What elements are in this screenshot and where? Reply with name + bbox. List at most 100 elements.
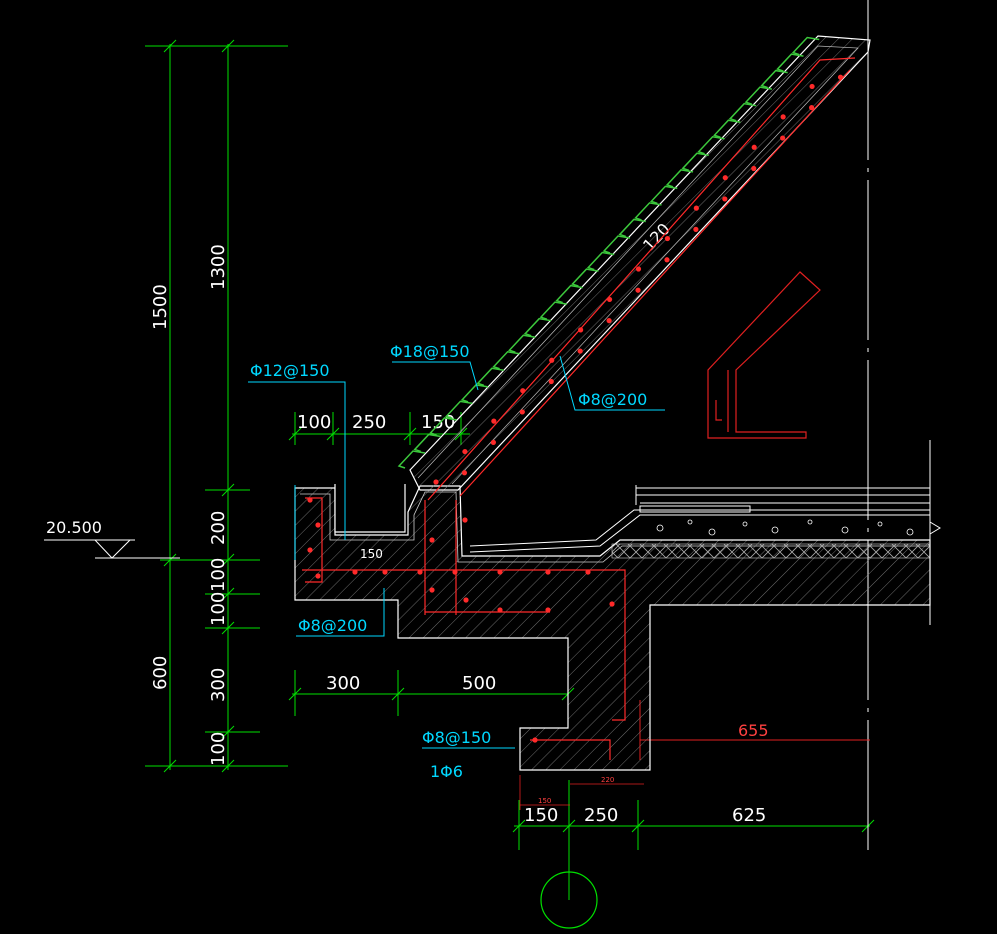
roof-tile bbox=[539, 301, 568, 320]
dim-h150b: 150 bbox=[524, 805, 558, 826]
rebar-dot bbox=[722, 196, 728, 202]
rebar-label-4: Φ8@200 bbox=[298, 616, 367, 635]
dim-100-b: 100 bbox=[208, 592, 229, 626]
rebar-dot bbox=[780, 114, 786, 120]
floor-finish bbox=[469, 440, 931, 625]
roof-tile bbox=[508, 334, 536, 353]
concrete-inner-outline bbox=[300, 491, 930, 563]
rebar-dot bbox=[315, 522, 321, 528]
rebar-dot bbox=[452, 569, 458, 575]
dim-1300: 1300 bbox=[208, 244, 229, 290]
vertical-dimension-texts: 1500 1300 600 200 100 100 300 100 bbox=[150, 244, 229, 766]
roof-tile bbox=[429, 417, 457, 436]
roof-tile bbox=[697, 135, 725, 155]
rebar-dot bbox=[837, 74, 844, 80]
roof-tile bbox=[760, 69, 788, 89]
elevation-mark: 20.500 bbox=[44, 518, 180, 559]
dim-h500: 500 bbox=[462, 673, 496, 694]
dim-h250: 250 bbox=[352, 412, 386, 433]
rebar-label-2: Φ8@200 bbox=[578, 390, 647, 409]
rebar-dot bbox=[635, 266, 642, 272]
rebar-dot bbox=[491, 418, 497, 424]
small-dims bbox=[519, 775, 644, 810]
rebar-dot bbox=[462, 448, 468, 455]
roof-tile bbox=[444, 400, 473, 420]
rebar-dot bbox=[352, 569, 358, 575]
bottom-dimension-texts: 300 500 150 250 625 bbox=[326, 673, 766, 826]
rebar-dot bbox=[548, 378, 554, 385]
rebar-dot bbox=[490, 439, 496, 445]
rebar-dot bbox=[809, 105, 815, 111]
rebar-dot bbox=[307, 497, 313, 503]
roof-tile bbox=[476, 367, 504, 387]
rebar-dot bbox=[585, 569, 591, 575]
rebar-label-5: Φ8@150 bbox=[422, 728, 491, 747]
rebar-dot bbox=[497, 569, 503, 575]
annotation-texts: Φ18@150 Φ8@200 Φ12@150 Φ8@200 Φ8@150 1Φ6 bbox=[250, 342, 647, 781]
dim-600: 600 bbox=[150, 656, 171, 690]
roof-tile bbox=[523, 317, 552, 337]
dim-100-c: 100 bbox=[208, 732, 229, 766]
rebar-dot bbox=[609, 601, 615, 607]
rebar-dot bbox=[780, 135, 786, 141]
rebar-dot bbox=[307, 547, 313, 553]
roof-tile bbox=[728, 102, 757, 122]
roof-tile bbox=[618, 218, 646, 238]
rebar-dot bbox=[722, 175, 728, 181]
rebar-dot bbox=[545, 569, 551, 575]
rebar-dot bbox=[809, 83, 815, 90]
dim-200: 200 bbox=[208, 511, 229, 545]
leaders bbox=[248, 355, 665, 749]
roof-tile bbox=[602, 235, 631, 254]
rebar-dots bbox=[307, 74, 844, 743]
roof-tile bbox=[555, 284, 583, 304]
rebar-dot bbox=[751, 165, 757, 172]
break-symbol bbox=[929, 521, 941, 535]
dim-h100: 100 bbox=[297, 412, 331, 433]
rebar-lines bbox=[302, 57, 856, 760]
rebar-dot bbox=[462, 517, 468, 523]
roof-tile bbox=[492, 350, 520, 370]
roof-tile bbox=[744, 86, 773, 105]
elevation-value: 20.500 bbox=[46, 518, 102, 537]
roof-tile bbox=[713, 119, 741, 138]
rebar-dot bbox=[549, 357, 555, 363]
rebar-label-3: Φ12@150 bbox=[250, 361, 330, 380]
rebar-dot bbox=[429, 537, 435, 543]
rebar-dot bbox=[463, 597, 469, 603]
rebar-detail bbox=[707, 271, 821, 439]
roof-tile bbox=[776, 53, 804, 72]
roof-tile bbox=[791, 36, 820, 56]
rebar-dot bbox=[664, 235, 671, 242]
rebar-dot bbox=[693, 205, 699, 211]
rebar-dot bbox=[417, 569, 423, 575]
rebar-dot bbox=[545, 607, 551, 613]
roof-tile bbox=[397, 450, 426, 469]
roof-tiles bbox=[397, 36, 820, 469]
dim-h300: 300 bbox=[326, 673, 360, 694]
dim-1500: 1500 bbox=[150, 284, 171, 330]
dim-300: 300 bbox=[208, 668, 229, 702]
rebar-dot bbox=[520, 388, 526, 394]
roof-tile bbox=[681, 152, 709, 172]
gravel-dots bbox=[656, 519, 914, 536]
gutter-label: 150 bbox=[360, 547, 383, 561]
axis-bubble bbox=[540, 871, 598, 929]
dim-h625: 625 bbox=[732, 805, 766, 826]
flashing bbox=[639, 505, 751, 513]
rebar-dot bbox=[532, 737, 538, 743]
rebar-label-6: 1Φ6 bbox=[430, 762, 463, 781]
rebar-dot bbox=[519, 409, 525, 415]
rebar-dot bbox=[751, 144, 757, 150]
rebar-dot bbox=[664, 257, 670, 263]
small-dim-150: 150 bbox=[538, 797, 551, 805]
rebar-dot bbox=[606, 296, 613, 303]
rebar-dot bbox=[433, 479, 439, 485]
gutter-pocket bbox=[334, 484, 406, 533]
rebar-dot bbox=[315, 573, 321, 579]
rebar-dot bbox=[577, 348, 583, 354]
roof-tile bbox=[634, 202, 662, 221]
rebar-dot bbox=[497, 607, 503, 613]
roof-tile bbox=[665, 169, 694, 188]
